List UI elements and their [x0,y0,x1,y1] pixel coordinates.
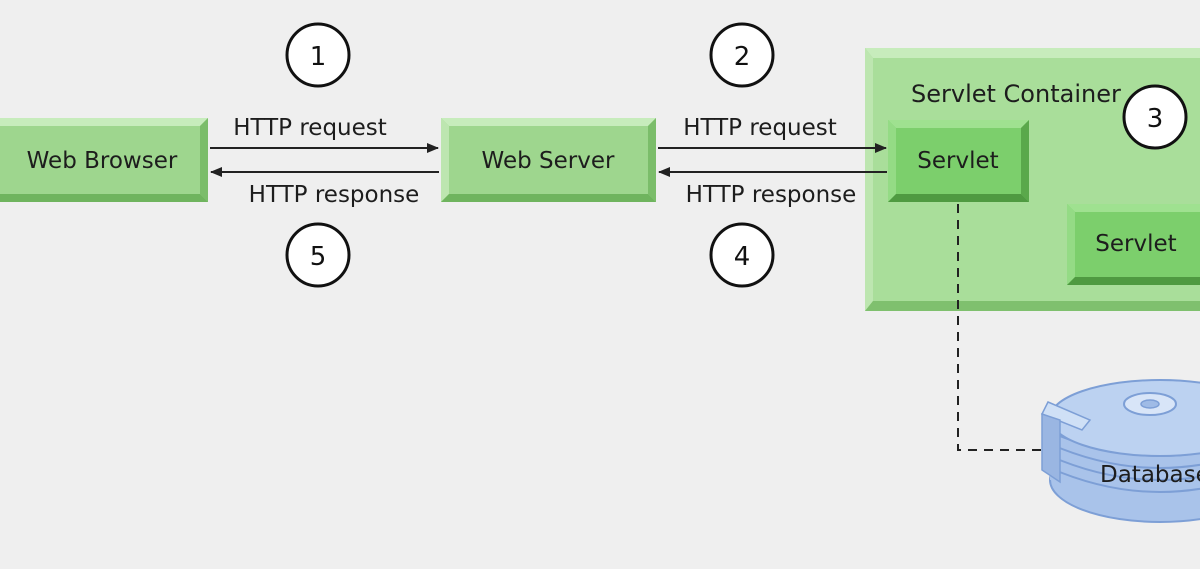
database-icon [1040,379,1200,523]
web-server-label: Web Server [482,148,615,174]
servlet-box-primary: Servlet [888,120,1029,202]
step-2-marker: 2 [709,22,775,88]
web-browser-label: Web Browser [27,148,178,174]
step-1-marker: 1 [285,22,351,88]
label-http-request-2: HTTP request [683,115,837,141]
servlet-secondary-label: Servlet [1095,231,1176,257]
step-4-marker: 4 [709,222,775,288]
step-1-number: 1 [310,42,327,72]
step-4-number: 4 [734,242,751,272]
servlet-container-label: Servlet Container [911,80,1121,108]
label-http-response-2: HTTP response [686,182,857,208]
web-server-box: Web Server [441,118,656,202]
servlet-primary-label: Servlet [917,148,998,174]
label-http-response-1: HTTP response [249,182,420,208]
step-5-number: 5 [310,242,327,272]
step-3-number: 3 [1147,104,1164,134]
label-http-request-1: HTTP request [233,115,387,141]
servlet-box-secondary: Servlet [1067,204,1200,285]
step-2-number: 2 [734,42,751,72]
step-5-marker: 5 [285,222,351,288]
step-3-marker: 3 [1122,84,1188,150]
dashed-connector-servlet-database [957,204,1045,451]
database-label: Database [1100,462,1200,488]
web-browser-box: Web Browser [0,118,208,202]
